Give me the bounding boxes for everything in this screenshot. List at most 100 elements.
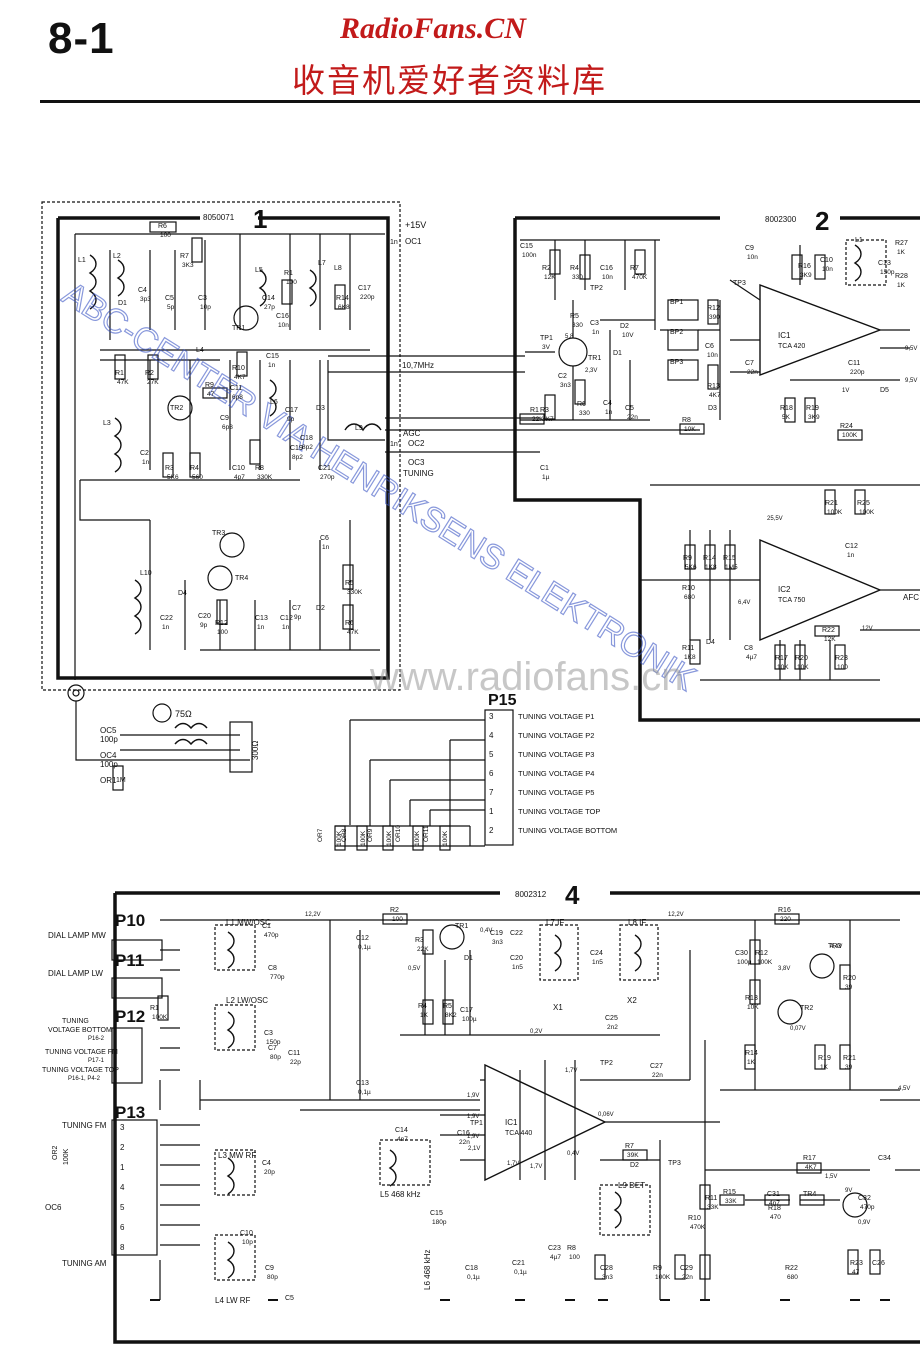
part-ref: R11 bbox=[705, 1195, 717, 1202]
label-c1n: 1n bbox=[390, 239, 398, 246]
part-value: 1M5 bbox=[725, 564, 738, 571]
part-ref: C12 bbox=[280, 615, 293, 622]
part-value: 4K7 bbox=[709, 392, 721, 399]
part-value: 4n7 bbox=[769, 1200, 780, 1207]
part-ref: C7 bbox=[268, 1045, 277, 1052]
part-ref: C31 bbox=[767, 1191, 780, 1198]
part-ref: L10 bbox=[140, 570, 152, 577]
part-ref: R13 bbox=[707, 383, 720, 390]
voltage-annotation: 5,8 bbox=[565, 334, 574, 340]
part-ref: R12 bbox=[215, 620, 228, 627]
part-value: 5K6 bbox=[685, 564, 697, 571]
part-ref: C1 bbox=[540, 465, 549, 472]
p12-label-4: TUNING VOLTAGE FM bbox=[45, 1049, 118, 1056]
p12-label-1: TUNING bbox=[62, 1018, 89, 1025]
part-ref: R28 bbox=[895, 273, 908, 280]
voltage-annotation: 0,07V bbox=[790, 1026, 806, 1032]
block-4-number: 4 bbox=[565, 880, 580, 910]
part-ref: R3 bbox=[540, 407, 549, 414]
part-value: 6p8 bbox=[222, 424, 233, 431]
part-value: 22n bbox=[627, 414, 638, 421]
part-value: 10n bbox=[278, 322, 289, 329]
part-ref: R1 bbox=[284, 270, 293, 277]
p12-label-2: VOLTAGE BOTTOM bbox=[48, 1027, 112, 1034]
part-value: 1n bbox=[142, 459, 150, 466]
voltage-annotation: 1,7V bbox=[530, 1164, 542, 1170]
part-value: 9p bbox=[294, 614, 302, 621]
voltage-annotation: 1,5V bbox=[825, 1174, 837, 1180]
part-ref: TR4 bbox=[235, 575, 248, 582]
part-value: 12K bbox=[824, 636, 836, 643]
part-ref: C5 bbox=[285, 1295, 294, 1302]
block-1-supply: +15V bbox=[405, 220, 426, 230]
part-value: 0,1µ bbox=[358, 944, 371, 951]
part-value: 1K8 bbox=[705, 564, 717, 571]
part-ref: L3 bbox=[103, 420, 111, 427]
part-ref: C13 bbox=[878, 260, 891, 267]
part-value: 330 bbox=[572, 322, 583, 329]
part-value: 2n2 bbox=[607, 1024, 618, 1031]
part-ref: L8 bbox=[334, 265, 342, 272]
p15-pin-number: 7 bbox=[489, 788, 494, 797]
part-ref: C9 bbox=[265, 1265, 274, 1272]
part-ref: R5 bbox=[570, 313, 579, 320]
part-ref: R27 bbox=[895, 240, 908, 247]
part-value: 0,1µ bbox=[358, 1089, 371, 1096]
part-ref: R12 bbox=[707, 305, 720, 312]
part-value: 5K bbox=[782, 414, 791, 421]
part-ref: C12 bbox=[845, 543, 858, 550]
part-value: 3n3 bbox=[492, 939, 503, 946]
p13-pin-number: 5 bbox=[120, 1203, 125, 1212]
part-ref: C29 bbox=[680, 1265, 693, 1272]
part-ref: R23 bbox=[850, 1260, 863, 1267]
p11-label: DIAL LAMP LW bbox=[48, 969, 103, 978]
ic1-top-label: IC1 bbox=[778, 331, 791, 340]
part-value: 100µ bbox=[737, 959, 752, 966]
p15-resistor-val: 100K bbox=[442, 830, 449, 846]
part-ref: C22 bbox=[510, 930, 523, 937]
p13-pin-number: 4 bbox=[120, 1183, 125, 1192]
part-value: 6p8 bbox=[232, 394, 243, 401]
block-2-frame bbox=[513, 218, 920, 722]
part-value: 0,1µ bbox=[514, 1269, 527, 1276]
voltage-annotation: 0,5V bbox=[408, 966, 420, 972]
label-l3-mw: L3 MW RF bbox=[218, 1151, 256, 1160]
part-value: 150p bbox=[880, 269, 895, 276]
part-ref: C17 bbox=[358, 285, 371, 292]
p15-pin-number: 6 bbox=[489, 769, 494, 778]
part-ref: C10 bbox=[820, 257, 833, 264]
part-ref: R4 bbox=[570, 265, 579, 272]
part-value: 4K7 bbox=[234, 374, 246, 381]
part-ref: C13 bbox=[255, 615, 268, 622]
p15-pin-number: 3 bbox=[489, 712, 494, 721]
part-ref: C13 bbox=[356, 1080, 369, 1087]
part-ref: R7 bbox=[630, 265, 639, 272]
part-ref: C34 bbox=[878, 1155, 891, 1162]
voltage-annotation: 2,1V bbox=[468, 1146, 480, 1152]
part-ref: R22 bbox=[785, 1265, 798, 1272]
site-title: RadioFans.CN bbox=[340, 12, 526, 45]
part-ref: C5 bbox=[165, 295, 174, 302]
part-ref: D4 bbox=[178, 590, 187, 597]
p12-label-7: P16-1, P4-2 bbox=[68, 1076, 101, 1082]
label-x1: X1 bbox=[553, 1003, 563, 1012]
part-ref: C5 bbox=[625, 405, 634, 412]
block-2-code: 8002300 bbox=[765, 215, 797, 224]
part-ref: C19 bbox=[490, 930, 503, 937]
part-value: 1n bbox=[322, 544, 330, 551]
part-value: 1n bbox=[257, 624, 265, 631]
part-ref: C17 bbox=[285, 407, 298, 414]
p13-pin-number: 8 bbox=[120, 1243, 125, 1252]
part-value: 680 bbox=[684, 594, 695, 601]
part-ref: C22 bbox=[160, 615, 173, 622]
part-value: 22K bbox=[532, 416, 544, 423]
part-ref: R10 bbox=[682, 585, 695, 592]
part-ref: C3 bbox=[198, 295, 207, 302]
part-value: 330K bbox=[257, 474, 273, 481]
part-ref: C3 bbox=[264, 1030, 273, 1037]
part-value: 470p bbox=[264, 932, 279, 939]
part-value: 3p3 bbox=[140, 296, 151, 303]
part-ref: C11 bbox=[848, 360, 860, 367]
